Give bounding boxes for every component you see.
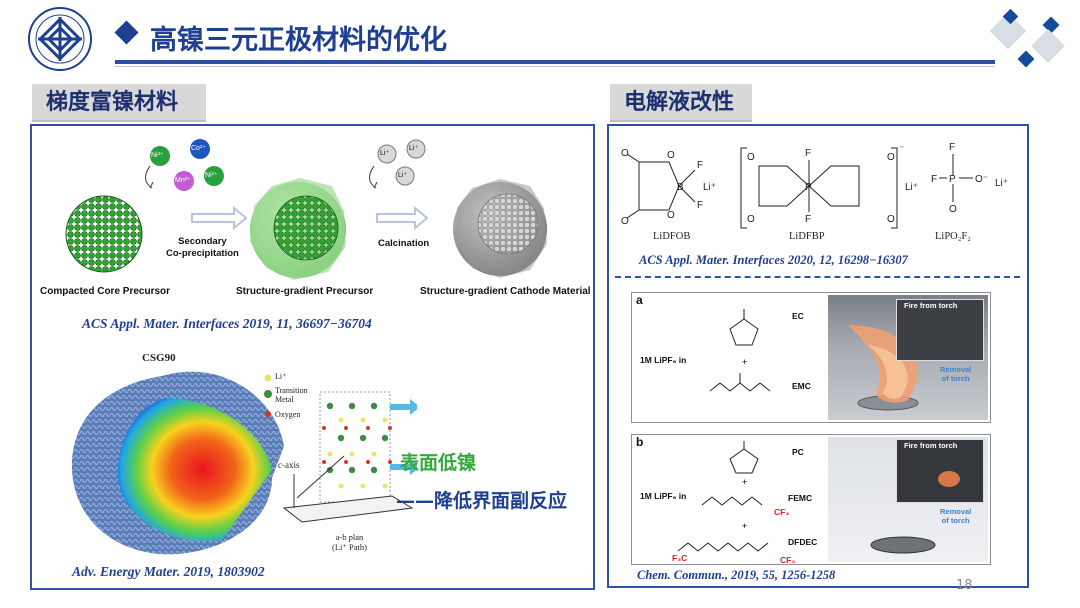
svg-text:O⁻: O⁻ [975, 174, 988, 185]
svg-text:O: O [949, 204, 957, 215]
svg-text:+: + [742, 521, 747, 531]
svg-text:O: O [887, 152, 895, 163]
page-title: 高镍三元正极材料的优化 [150, 25, 447, 56]
csg90-sphere-figure [71, 371, 417, 555]
citation: ACS Appl. Mater. Interfaces 2019, 11, 36… [82, 316, 372, 331]
svg-text:B: B [677, 182, 684, 193]
ion-label: Li⁺ [409, 145, 419, 152]
cf3-label: CF₃ [774, 507, 790, 517]
solvent-label: EMC [792, 381, 811, 391]
svg-text:+: + [742, 357, 747, 367]
reduce-side-reaction-text: ——降低界面副反应 [396, 490, 568, 512]
svg-text:F: F [697, 160, 703, 171]
chem-name: LiPO₂F₂ [935, 231, 971, 242]
flame-photo: Fire from torch Removal of torch [828, 295, 988, 420]
svg-text:O: O [667, 210, 675, 221]
deco-diamond-icon [1017, 50, 1035, 68]
left-panel: Ni²⁺ Co²⁺ Mn²⁺ Ni²⁺ Li⁺ Li⁺ Li⁺ Secondar… [30, 124, 595, 590]
figure-panel-b: b 1M LiPF₆ in ++ CF₃ CF₃ F₃C PC FEMC DFD… [631, 434, 991, 565]
figure-panel-a: a 1M LiPF₆ in + EC EMC Fire from torch R… [631, 292, 991, 423]
svg-text:Li⁺: Li⁺ [703, 182, 716, 193]
svg-text:O: O [621, 148, 629, 159]
svg-text:O: O [887, 214, 895, 225]
title-underline-thin [115, 66, 995, 67]
deco-diamond-icon [1031, 29, 1065, 63]
solvent-structures: ++ [677, 441, 769, 552]
solvent-label: PC [792, 447, 804, 457]
ion-label: Mn²⁺ [175, 177, 191, 184]
flame-photo: Fire from torch Removal of torch [828, 437, 988, 562]
cf3-label: F₃C [672, 553, 688, 563]
photo-note: Removal of torch [940, 365, 972, 383]
svg-text:O: O [621, 216, 629, 227]
ion-label: Li⁺ [380, 150, 390, 157]
svg-text:F: F [805, 214, 811, 225]
solvent-label: DFDEC [788, 537, 818, 547]
right-section-header: 电解液改性 [610, 84, 752, 122]
legend-label: Li⁺ [275, 372, 287, 381]
stage-label: Compacted Core Precursor [40, 286, 171, 297]
step-label: Secondary Co-precipitation [166, 236, 239, 259]
legend-label: Transition Metal [275, 386, 308, 404]
salt-label: 1M LiPF₆ in [640, 355, 687, 365]
ion-label: Ni²⁺ [205, 172, 218, 179]
svg-text:P: P [949, 174, 956, 185]
svg-text:F: F [805, 148, 811, 159]
chem-name: LiDFOB [653, 231, 691, 242]
svg-text:F: F [931, 174, 937, 185]
cf3-label: CF₃ [780, 555, 796, 565]
gradient-synthesis-diagram [65, 139, 547, 280]
title-underline [115, 60, 995, 64]
legend-label: Oxygen [275, 410, 301, 419]
inset-label: Fire from torch [904, 301, 958, 310]
small-flame [938, 471, 960, 487]
solvent-structures: + [709, 309, 771, 392]
svg-text:Li⁺: Li⁺ [995, 178, 1008, 189]
citation: Chem. Commun., 2019, 55, 1256-1258 [637, 568, 836, 582]
svg-text:O: O [747, 152, 755, 163]
svg-text:P: P [805, 182, 812, 193]
step-label: Calcination [378, 238, 430, 249]
axis-label: c-axis [278, 460, 300, 470]
svg-text:Li⁺: Li⁺ [905, 182, 918, 193]
figure-title: CSG90 [142, 352, 176, 364]
ion-label: Ni²⁺ [151, 152, 164, 159]
solvent-label: FEMC [788, 493, 813, 503]
left-section-header: 梯度富镍材料 [32, 84, 206, 122]
ion-label: Co²⁺ [191, 145, 206, 152]
inset-photo [896, 299, 984, 361]
page-number: 18 [956, 578, 973, 593]
panel-letter: a [636, 293, 643, 307]
svg-text:+: + [742, 477, 747, 487]
stage-label: Structure-gradient Cathode Material [420, 286, 591, 297]
svg-text:F: F [697, 200, 703, 211]
svg-text:O: O [667, 150, 675, 161]
ion-label: Li⁺ [398, 172, 408, 179]
inset-label: Fire from torch [904, 441, 958, 450]
citation: Adv. Energy Mater. 2019, 1803902 [72, 564, 265, 579]
stage-label: Structure-gradient Precursor [236, 286, 374, 297]
title-bullet-icon [114, 20, 139, 45]
section-divider [615, 276, 1020, 278]
svg-text:O: O [747, 214, 755, 225]
panel-letter: b [636, 435, 644, 449]
photo-note: Removal of torch [940, 507, 972, 525]
svg-text:F: F [949, 142, 955, 153]
axis-label: a-b plan (Li⁺ Path) [332, 532, 367, 552]
citation: ACS Appl. Mater. Interfaces 2020, 12, 16… [639, 253, 908, 267]
salt-label: 1M LiPF₆ in [640, 491, 687, 501]
inset-photo [896, 439, 984, 503]
surface-low-ni-text: 表面低镍 [400, 452, 477, 474]
solvent-label: EC [792, 311, 804, 321]
svg-text:⁻: ⁻ [899, 144, 904, 155]
university-logo [12, 6, 108, 72]
chem-name: LiDFBP [789, 231, 825, 242]
